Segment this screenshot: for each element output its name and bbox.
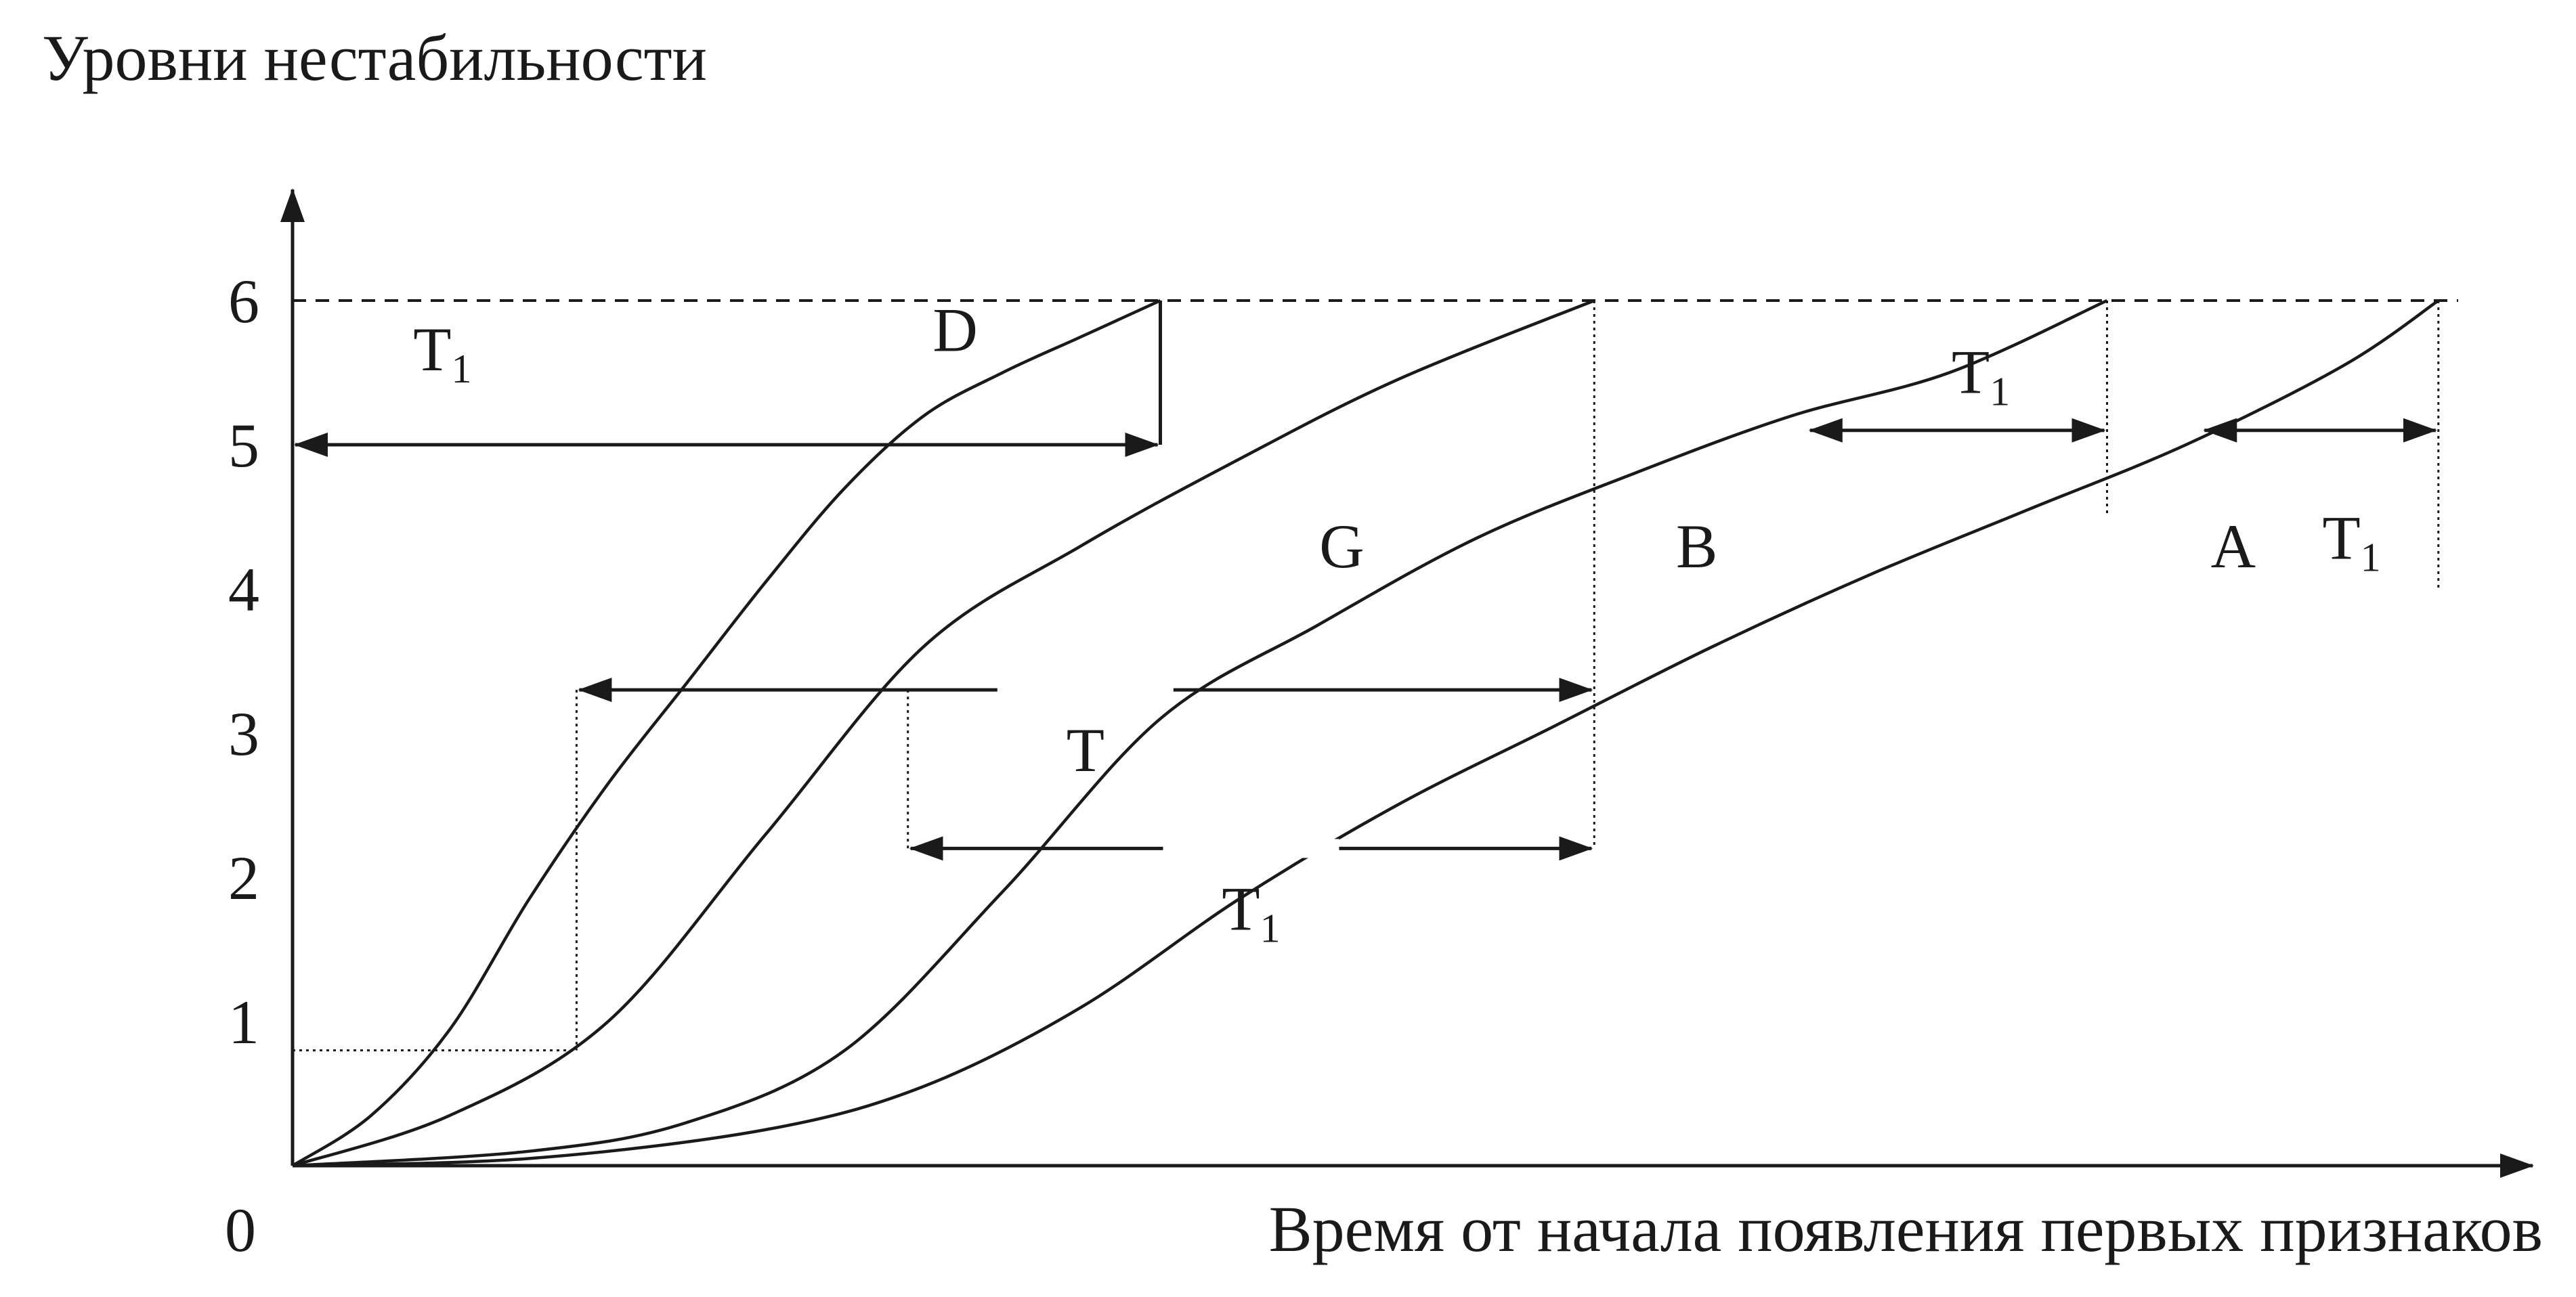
series-label-d: D	[932, 296, 977, 365]
interval-label: T	[1067, 716, 1104, 785]
y-tick-label: 5	[228, 411, 259, 480]
series-label-b: B	[1676, 512, 1717, 581]
y-axis-title: Уровни нестабильности	[42, 22, 707, 94]
y-tick-label: 3	[228, 699, 259, 768]
series-curves: D G B A	[291, 296, 2440, 1168]
y-tick-labels: 1 2 3 4 5 6	[228, 267, 259, 1057]
series-line-a	[292, 299, 2440, 1168]
x-axis-title: Время от начала появления первых признак…	[1269, 1193, 2543, 1265]
interval-label: T1	[1222, 874, 1280, 950]
y-tick-label: 2	[228, 843, 259, 913]
series-line-g	[292, 299, 1595, 1168]
interval-gap	[997, 680, 1174, 700]
interval-label: T1	[2323, 504, 2381, 580]
series-label-g: G	[1319, 512, 1364, 581]
series-line-d	[291, 299, 1161, 1167]
axes	[280, 188, 2534, 1178]
series-label-a: A	[2211, 512, 2256, 581]
y-tick-label: 1	[228, 988, 259, 1057]
y-tick-label: 4	[228, 555, 259, 624]
interval-label: T1	[1952, 338, 2010, 414]
y-tick-label: 6	[228, 267, 259, 336]
interval-label: T1	[413, 315, 471, 391]
interval-gap	[1163, 839, 1339, 858]
origin-label: 0	[225, 1195, 256, 1265]
series-line-b	[292, 299, 2108, 1168]
